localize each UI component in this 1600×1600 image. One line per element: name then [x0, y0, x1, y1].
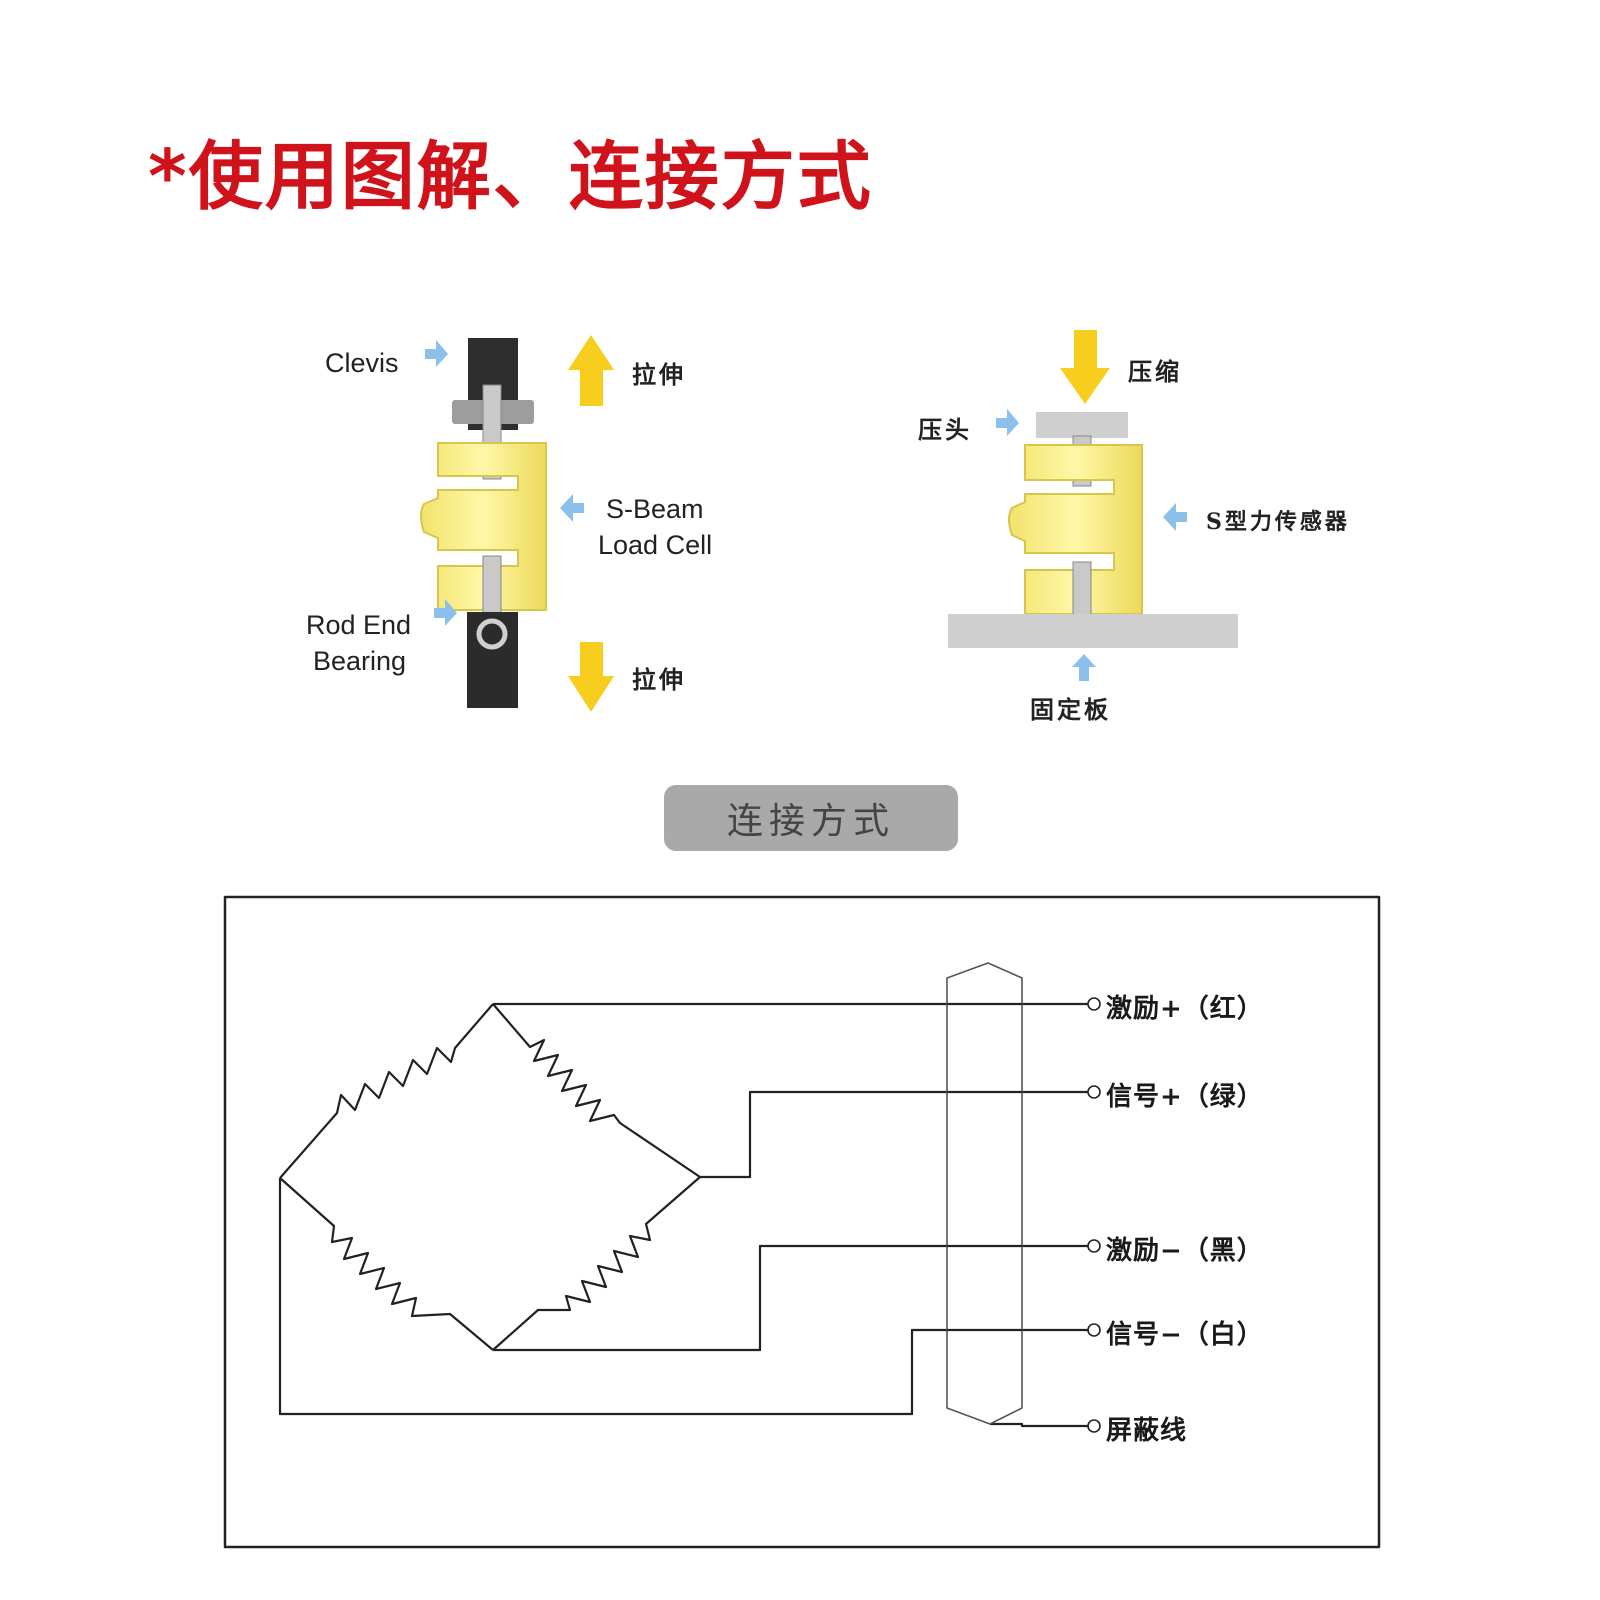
pull-down-label: 拉伸: [632, 665, 686, 694]
pull-up-label: 拉伸: [632, 360, 686, 389]
terminal-label-excitation-minus: 激励−（黑）: [1106, 1236, 1264, 1266]
resistor-r1: [279, 1003, 494, 1179]
sensor-label: S型力传感器: [1206, 509, 1350, 535]
wire-signal-plus: [700, 1090, 1088, 1179]
cable-sheath: [946, 962, 1023, 1425]
press-head: [1036, 412, 1128, 438]
s-beam-load-cell: [420, 442, 547, 611]
terminal-label-signal-minus: 信号−（白）: [1106, 1320, 1264, 1350]
resistor-r4: [492, 1176, 701, 1351]
sbeam-label-line2: Load Cell: [598, 530, 713, 560]
tension-diagram: [420, 335, 614, 712]
bearing-ring: [476, 618, 508, 650]
sensor-pointer-icon: [1163, 503, 1187, 531]
compress-label: 压缩: [1128, 357, 1182, 386]
terminal-2: [1087, 1085, 1101, 1099]
terminal-1: [1087, 997, 1101, 1011]
wiring-diagram: [223, 895, 1381, 1549]
clevis-pointer-icon: [425, 340, 448, 367]
rod-end-label-line2: Bearing: [313, 646, 407, 676]
page-title: *使用图解、连接方式: [148, 134, 873, 220]
base-plate-label: 固定板: [1030, 695, 1111, 724]
press-head-pointer-icon: [996, 409, 1019, 436]
terminal-4: [1087, 1323, 1101, 1337]
wire-shield: [990, 1422, 1088, 1428]
wire-excitation-minus: [493, 1244, 1088, 1352]
s-type-sensor: [1008, 444, 1143, 615]
resistor-r3: [279, 1177, 494, 1351]
connection-method-badge: 连接方式: [664, 785, 958, 851]
compress-arrow: [1060, 330, 1110, 404]
terminal-label-signal-plus: 信号+（绿）: [1106, 1082, 1264, 1112]
sbeam-label-line1: S-Beam: [606, 494, 704, 524]
clevis-label: Clevis: [325, 348, 399, 378]
terminal-label-excitation-plus: 激励+（红）: [1106, 994, 1264, 1024]
terminal-label-shield: 屏蔽线: [1106, 1416, 1188, 1446]
base-plate-pointer-icon: [1072, 654, 1096, 681]
rod-end-label-line1: Rod End: [306, 610, 412, 640]
press-head-label: 压头: [918, 415, 972, 444]
pull-down-arrow: [568, 642, 614, 712]
resistor-r2: [492, 1003, 701, 1178]
lower-rod: [482, 555, 502, 617]
terminal-3: [1087, 1239, 1101, 1253]
rod-end-pointer-icon: [434, 599, 457, 626]
lower-rod-c: [1072, 561, 1092, 617]
wiring-frame: [223, 895, 1381, 1549]
compression-diagram: [948, 330, 1238, 681]
base-plate: [948, 614, 1238, 648]
sbeam-pointer-icon: [560, 494, 584, 522]
terminal-5: [1087, 1419, 1101, 1433]
pull-up-arrow: [568, 335, 614, 406]
